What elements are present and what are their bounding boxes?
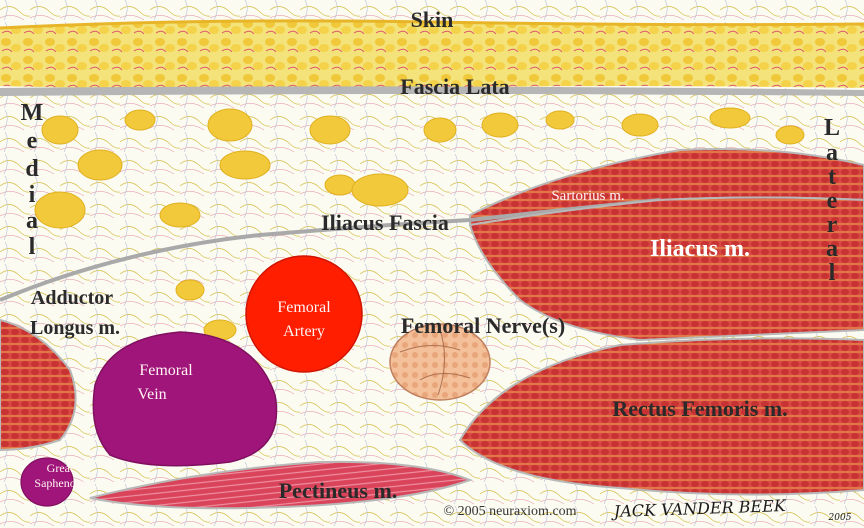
label-iliacus-fascia: Iliacus Fascia <box>321 210 449 235</box>
svg-text:e: e <box>827 188 838 214</box>
svg-text:e: e <box>27 128 38 154</box>
svg-text:l: l <box>829 260 836 286</box>
svg-text:M: M <box>21 100 44 126</box>
label-rectus-femoris: Rectus Femoris m. <box>612 396 787 421</box>
svg-text:r: r <box>827 212 838 238</box>
label-iliacus: Iliacus m. <box>650 236 750 262</box>
label-vein-line1: Femoral <box>139 362 193 379</box>
copyright-text: © 2005 neuraxiom.com <box>443 504 576 519</box>
label-vein-line2: Vein <box>137 386 166 403</box>
svg-text:a: a <box>26 208 38 234</box>
label-artery-line1: Femoral <box>277 299 331 316</box>
label-pectineus: Pectineus m. <box>279 478 398 503</box>
svg-text:a: a <box>826 236 838 262</box>
svg-text:a: a <box>826 140 838 166</box>
label-femoral-nerve: Femoral Nerve(s) <box>401 313 565 338</box>
svg-text:d: d <box>25 156 39 182</box>
label-saphenous-line1: Great <box>47 461 74 475</box>
label-skin: Skin <box>411 7 454 32</box>
svg-text:i: i <box>29 182 36 208</box>
label-adductor-line1: Adductor <box>31 287 113 309</box>
svg-text:t: t <box>828 164 836 190</box>
signature-year: 2005 <box>828 513 852 523</box>
label-fascia-lata: Fascia Lata <box>400 74 509 99</box>
svg-text:L: L <box>824 115 840 141</box>
svg-text:l: l <box>29 234 36 260</box>
label-adductor-line2: Longus m. <box>30 317 120 339</box>
label-artery-line2: Artery <box>283 323 325 340</box>
label-sartorius: Sartorius m. <box>551 188 624 204</box>
label-saphenous-line2: Saphenous v. <box>34 476 97 490</box>
